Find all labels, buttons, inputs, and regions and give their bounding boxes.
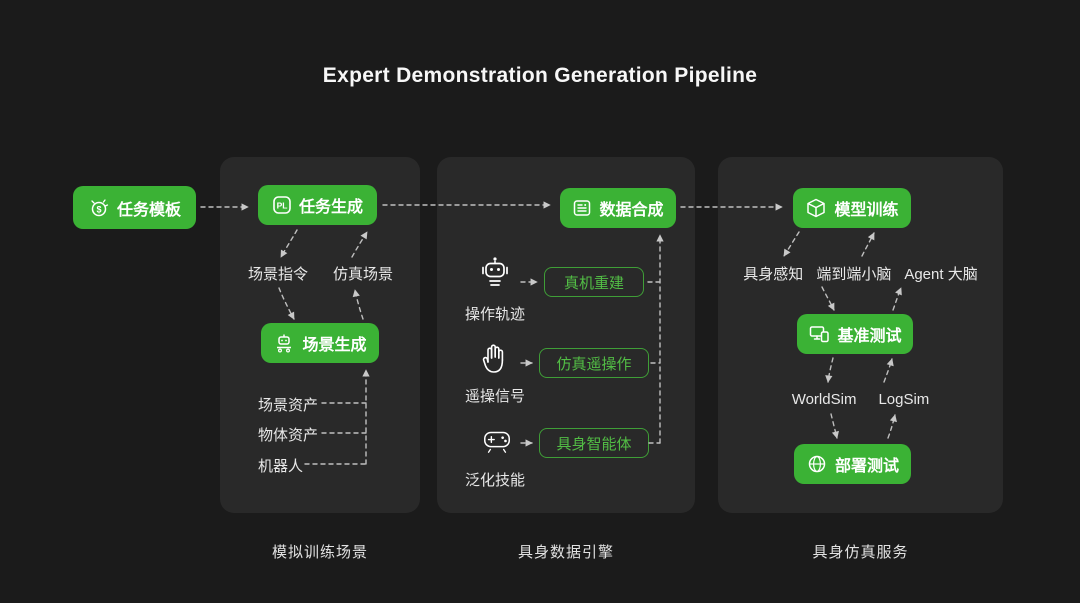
node-deployment-testing[interactable]: 部署测试 xyxy=(794,444,911,484)
caption-sim-training-scene: 模拟训练场景 xyxy=(271,544,368,561)
monitor-icon xyxy=(808,323,830,345)
sim-labels-row: WorldSim LogSim xyxy=(718,391,1003,408)
pl-badge-text: PL xyxy=(277,201,288,211)
node-embodied-agent-label: 具身智能体 xyxy=(556,435,632,453)
node-model-training[interactable]: 模型训练 xyxy=(793,188,911,228)
label-embodied-perception: 具身感知 xyxy=(743,266,804,283)
robot-conveyor-icon xyxy=(273,332,295,354)
label-worldsim: WorldSim xyxy=(791,391,857,408)
node-real-machine-reconstruction[interactable]: 真机重建 xyxy=(544,267,644,297)
caption-embodied-sim-service: 具身仿真服务 xyxy=(812,544,909,561)
node-data-synthesis-label: 数据合成 xyxy=(599,202,664,219)
page-title: Expert Demonstration Generation Pipeline xyxy=(322,64,758,87)
node-task-template-label: 任务模板 xyxy=(116,201,181,219)
node-task-generation-label: 任务生成 xyxy=(298,199,363,216)
label-agent-brain: Agent 大脑 xyxy=(904,266,978,283)
node-task-template[interactable]: $ 任务模板 xyxy=(73,186,196,229)
document-list-icon xyxy=(572,198,592,218)
panel-embodied-data-engine: 数据合成 操作轨迹 真机重建 xyxy=(437,157,695,513)
label-sim-scene: 仿真场景 xyxy=(333,266,394,283)
node-sim-teleoperation-label: 仿真遥操作 xyxy=(556,355,632,373)
node-embodied-agent[interactable]: 具身智能体 xyxy=(539,428,649,458)
label-operation-trajectory: 操作轨迹 xyxy=(464,306,525,323)
money-gear-icon: $ xyxy=(88,197,110,219)
label-object-assets: 物体资产 xyxy=(258,427,319,444)
node-deployment-testing-label: 部署测试 xyxy=(834,458,899,475)
cube-icon xyxy=(805,197,827,219)
caption-embodied-data-engine: 具身数据引擎 xyxy=(517,544,614,561)
node-real-machine-reconstruction-label: 真机重建 xyxy=(563,274,624,292)
node-scene-generation-label: 场景生成 xyxy=(302,337,367,354)
label-generalized-skills: 泛化技能 xyxy=(464,472,525,489)
node-sim-teleoperation[interactable]: 仿真遥操作 xyxy=(539,348,649,378)
dollar-symbol: $ xyxy=(96,204,101,214)
pl-badge-icon: PL xyxy=(272,195,292,215)
node-benchmark-testing[interactable]: 基准测试 xyxy=(797,314,913,354)
label-end-to-end-cerebellum: 端到端小脑 xyxy=(816,266,892,283)
panel-sim-training-scene: PL 任务生成 场景指令 仿真场景 场景生成 场景资产 物体资产 机器人 xyxy=(220,157,420,513)
label-teleop-signal: 遥操信号 xyxy=(464,388,525,405)
node-task-generation[interactable]: PL 任务生成 xyxy=(258,185,377,225)
glove-icon xyxy=(479,341,511,382)
globe-icon xyxy=(806,453,828,475)
label-robot: 机器人 xyxy=(258,458,304,475)
node-data-synthesis[interactable]: 数据合成 xyxy=(560,188,676,228)
brain-labels-row: 具身感知 端到端小脑 Agent 大脑 xyxy=(718,263,1003,284)
label-logsim: LogSim xyxy=(878,391,930,408)
label-scene-assets: 场景资产 xyxy=(258,397,319,414)
robot-icon xyxy=(477,253,513,300)
gamepad-icon xyxy=(481,425,513,460)
node-scene-generation[interactable]: 场景生成 xyxy=(261,323,379,363)
label-scene-command: 场景指令 xyxy=(248,266,309,283)
node-model-training-label: 模型训练 xyxy=(834,202,899,219)
panel-embodied-sim-service: 模型训练 具身感知 端到端小脑 Agent 大脑 基准测试 WorldSim L… xyxy=(718,157,1003,513)
node-benchmark-testing-label: 基准测试 xyxy=(837,328,902,345)
